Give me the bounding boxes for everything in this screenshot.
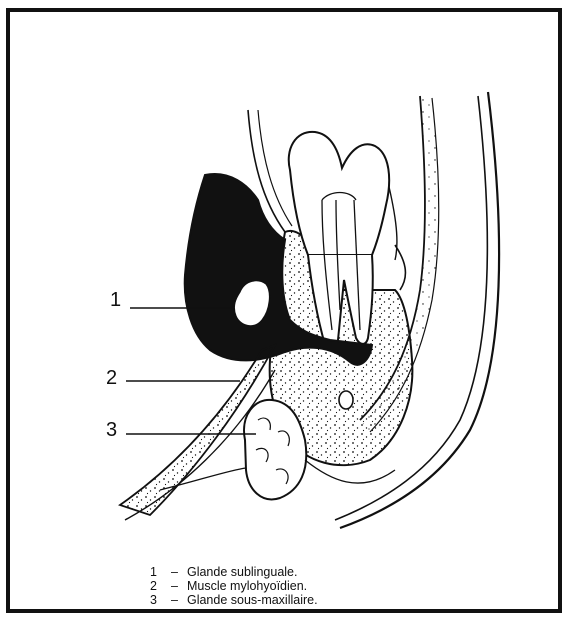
- mandibular-canal: [339, 391, 353, 409]
- tooth-crown: [289, 132, 389, 255]
- legend-label: Glande sous-maxillaire.: [187, 593, 318, 607]
- legend-number: 2: [150, 579, 162, 593]
- legend: 1 – Glande sublinguale. 2 – Muscle myloh…: [150, 565, 318, 607]
- floor-of-mouth-curve-2: [258, 110, 292, 226]
- legend-label: Muscle mylohyoïdien.: [187, 579, 307, 593]
- legend-number: 3: [150, 593, 162, 607]
- legend-number: 1: [150, 565, 162, 579]
- legend-separator: –: [165, 579, 183, 593]
- legend-separator: –: [165, 565, 183, 579]
- callout-1-number: 1: [110, 290, 121, 310]
- callout-2-number: 2: [106, 368, 117, 388]
- legend-label: Glande sublinguale.: [187, 565, 298, 579]
- legend-item: 3 – Glande sous-maxillaire.: [150, 593, 318, 607]
- legend-separator: –: [165, 593, 183, 607]
- callout-3-number: 3: [106, 420, 117, 440]
- legend-item: 2 – Muscle mylohyoïdien.: [150, 579, 318, 593]
- legend-item: 1 – Glande sublinguale.: [150, 565, 318, 579]
